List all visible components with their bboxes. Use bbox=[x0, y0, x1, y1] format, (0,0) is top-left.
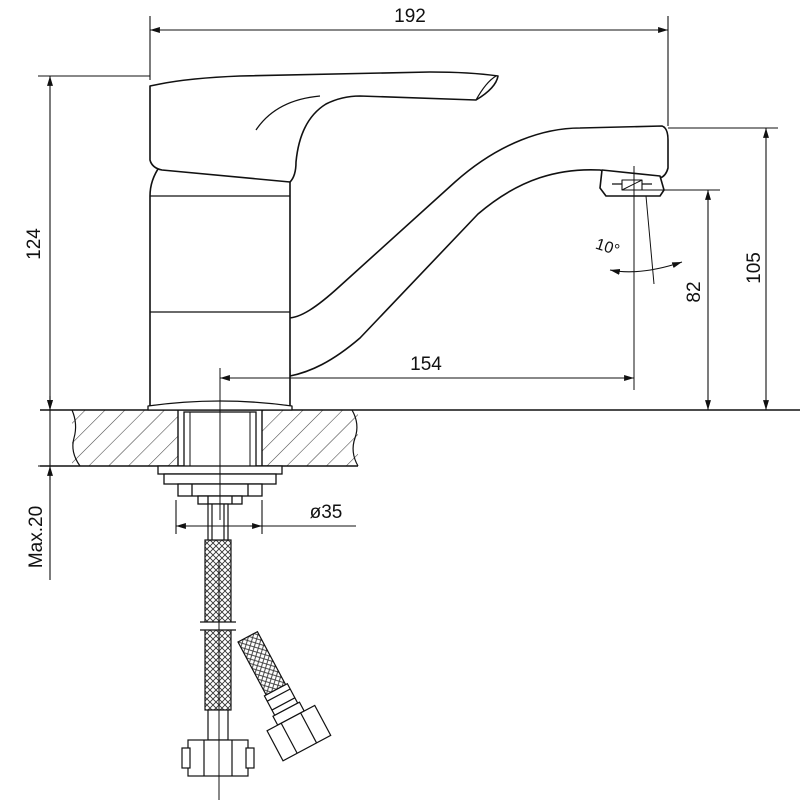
faucet-spout bbox=[287, 125, 669, 377]
dim-label-124: 124 bbox=[24, 228, 45, 260]
countertop-left-hatch bbox=[72, 410, 178, 466]
supply-hose-secondary-nut bbox=[266, 704, 332, 762]
dim-label-192: 192 bbox=[394, 6, 426, 27]
dim-arc-10deg bbox=[609, 261, 683, 275]
dimension-lines bbox=[38, 16, 778, 580]
countertop-left-break bbox=[71, 409, 81, 467]
faucet-body bbox=[147, 71, 669, 411]
dim-label-105: 105 bbox=[744, 252, 765, 284]
supply-hose-main-nut bbox=[187, 739, 249, 777]
supply-hoses bbox=[181, 503, 332, 777]
dim-label-82: 82 bbox=[684, 281, 705, 302]
countertop-right-break bbox=[351, 409, 359, 467]
countertop-right-hatch bbox=[262, 410, 358, 466]
dimension-labels: 192 124 154 105 82 10° ø35 Max.20 bbox=[24, 6, 765, 568]
dim-label-154: 154 bbox=[410, 354, 442, 375]
countertop-section bbox=[40, 409, 800, 469]
supply-hose-secondary bbox=[237, 630, 332, 762]
faucet-lever-handle bbox=[149, 71, 499, 183]
dim-label-35: ø35 bbox=[310, 502, 343, 523]
dim-label-10deg: 10° bbox=[593, 236, 621, 260]
dim-label-max20: Max.20 bbox=[26, 506, 47, 568]
